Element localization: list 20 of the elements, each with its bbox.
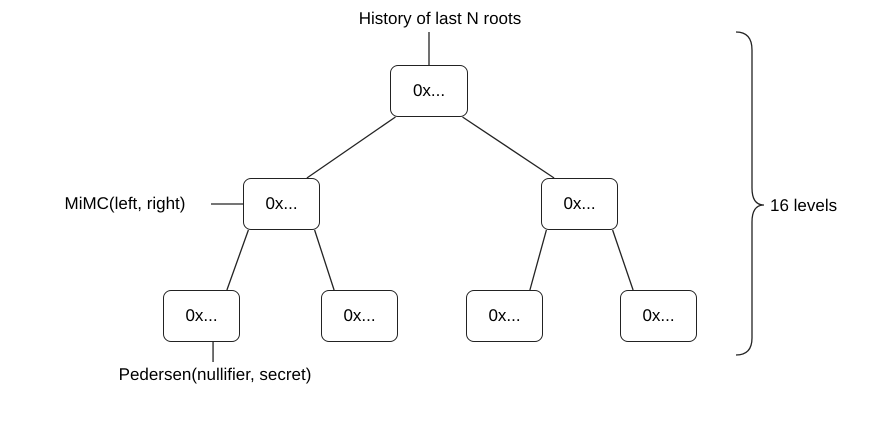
- leader-line: [211, 203, 243, 205]
- leader-line: [428, 32, 430, 65]
- node-caption: Pedersen(nullifier, secret): [55, 362, 375, 388]
- leader-line: [212, 342, 214, 362]
- hash-node-box: 0x...: [243, 178, 320, 230]
- hash-node-box: 0x...: [321, 290, 398, 342]
- tree-edge: [226, 230, 249, 290]
- tree-edge: [306, 116, 396, 179]
- tree-edge: [314, 230, 335, 290]
- hash-node-box: 0x...: [541, 178, 618, 230]
- hash-node-box: 0x...: [466, 290, 543, 342]
- tree-edge: [462, 116, 554, 179]
- hash-node-box: 0x...: [390, 65, 468, 117]
- node-caption: MiMC(left, right): [45, 191, 205, 217]
- hash-node-box: 0x...: [620, 290, 697, 342]
- level-count-label: 16 levels: [770, 195, 838, 217]
- tree-edge: [529, 230, 548, 290]
- hash-node-box: 0x...: [163, 290, 240, 342]
- node-caption: History of last N roots: [330, 6, 550, 32]
- tree-edge: [612, 230, 634, 290]
